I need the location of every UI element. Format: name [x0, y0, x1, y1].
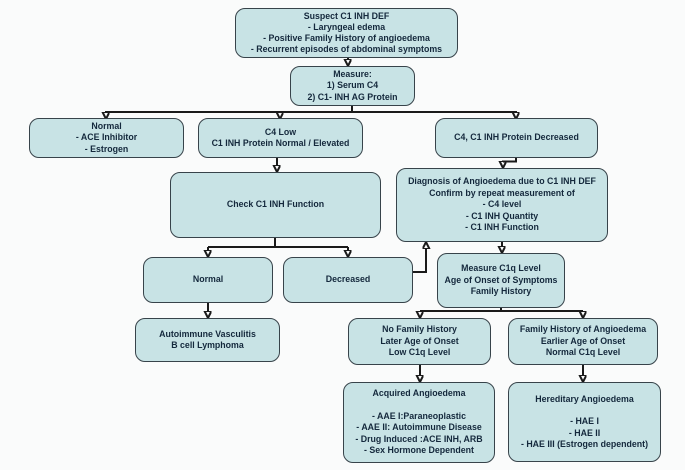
node-text: - Laryngeal edema [307, 22, 386, 32]
node-check-c1-inh-function: Check C1 INH Function [170, 172, 381, 238]
node-text: Diagnosis of Angioedema due to C1 INH DE… [408, 176, 596, 187]
node-text: - ACE Inhibitor [75, 132, 138, 143]
node-text: Normal [192, 274, 224, 285]
node-text: - C1 INH Quantity [465, 210, 539, 221]
node-acquired-angioedema: Acquired Angioedema - AAE I:Paraneoplast… [343, 382, 495, 463]
connector-measure-trunk [106, 106, 516, 113]
node-text: No Family History [382, 324, 457, 335]
node-text: - C1 INH Function [465, 222, 539, 233]
node-text: - HAE I [570, 416, 599, 427]
node-text: Hereditary Angioedema [535, 393, 634, 404]
node-text: - Positive Family History of angioedema [263, 33, 430, 43]
node-text: 1) Serum C4 [326, 80, 379, 91]
connector-funcdecreased-diagnosis [413, 248, 426, 273]
node-text: Normal [91, 121, 122, 131]
connector-check-trunk [208, 238, 348, 248]
node-text: Measure: [333, 69, 372, 79]
node-text: Confirm by repeat measurement of [429, 187, 575, 198]
node-text: Decreased [325, 274, 371, 285]
node-hereditary-angioedema: Hereditary Angioedema - HAE I - HAE II -… [508, 382, 661, 462]
node-text: - AAE I:Paraneoplastic [371, 410, 467, 421]
node-suspect-c1-inh-def: Suspect C1 INH DEF - Laryngeal edema - P… [235, 8, 458, 58]
node-text: Check C1 INH Function [226, 199, 325, 210]
node-text: - AAE II: Autoimmune Disease [356, 422, 482, 433]
node-text: C1 INH Protein Normal / Elevated [211, 138, 350, 148]
node-function-decreased: Decreased [283, 257, 413, 303]
node-text: Family History of Angioedema [519, 324, 647, 335]
node-text: Acquired Angioedema [372, 388, 466, 399]
node-text: Measure C1q Level [461, 263, 541, 274]
node-text: Autoimmune Vasculitis [159, 328, 256, 339]
node-text: - Drug Induced :ACE INH, ARB [355, 433, 483, 444]
node-text: Low C1q Level [388, 347, 451, 358]
node-text: - HAE III (Estrogen dependent) [520, 438, 649, 449]
node-measure: Measure: 1) Serum C4 2) C1- INH AG Prote… [290, 66, 415, 106]
node-text: - HAE II [568, 427, 601, 438]
node-c4-low: C4 Low C1 INH Protein Normal / Elevated [198, 118, 363, 158]
node-measure-c1q: Measure C1q Level Age of Onset of Sympto… [437, 253, 565, 308]
node-text: - Estrogen [84, 143, 129, 154]
node-text: 2) C1- INH AG Protein [307, 91, 398, 102]
node-text: C4 Low [264, 126, 297, 137]
node-text: Normal C1q Level [545, 347, 621, 358]
node-text: Suspect C1 INH DEF [303, 11, 390, 21]
node-text: - Recurrent episodes of abdominal sympto… [250, 44, 443, 54]
node-function-normal: Normal [143, 257, 273, 303]
node-c4-c1-decreased: C4, C1 INH Protein Decreased [435, 118, 598, 158]
node-no-family-history: No Family History Later Age of Onset Low… [348, 318, 491, 365]
node-text: Family History [470, 286, 532, 297]
node-text: Age of Onset of Symptoms [444, 274, 558, 285]
connector-c1q-trunk [420, 308, 583, 312]
connector-decreased-diagnosis [503, 158, 517, 162]
node-diagnosis: Diagnosis of Angioedema due to C1 INH DE… [396, 168, 608, 242]
node-autoimmune-vasculitis: Autoimmune Vasculitis B cell Lymphoma [135, 318, 280, 362]
node-normal-result: Normal - ACE Inhibitor - Estrogen [29, 118, 184, 158]
node-text: Earlier Age of Onset [540, 335, 626, 346]
node-text: Later Age of Onset [380, 335, 459, 346]
node-family-history: Family History of Angioedema Earlier Age… [508, 318, 658, 365]
node-text: C4, C1 INH Protein Decreased [454, 132, 579, 143]
node-text: - Sex Hormone Dependent [364, 445, 474, 456]
node-text: - C4 level [482, 199, 522, 210]
node-text: B cell Lymphoma [171, 340, 244, 350]
